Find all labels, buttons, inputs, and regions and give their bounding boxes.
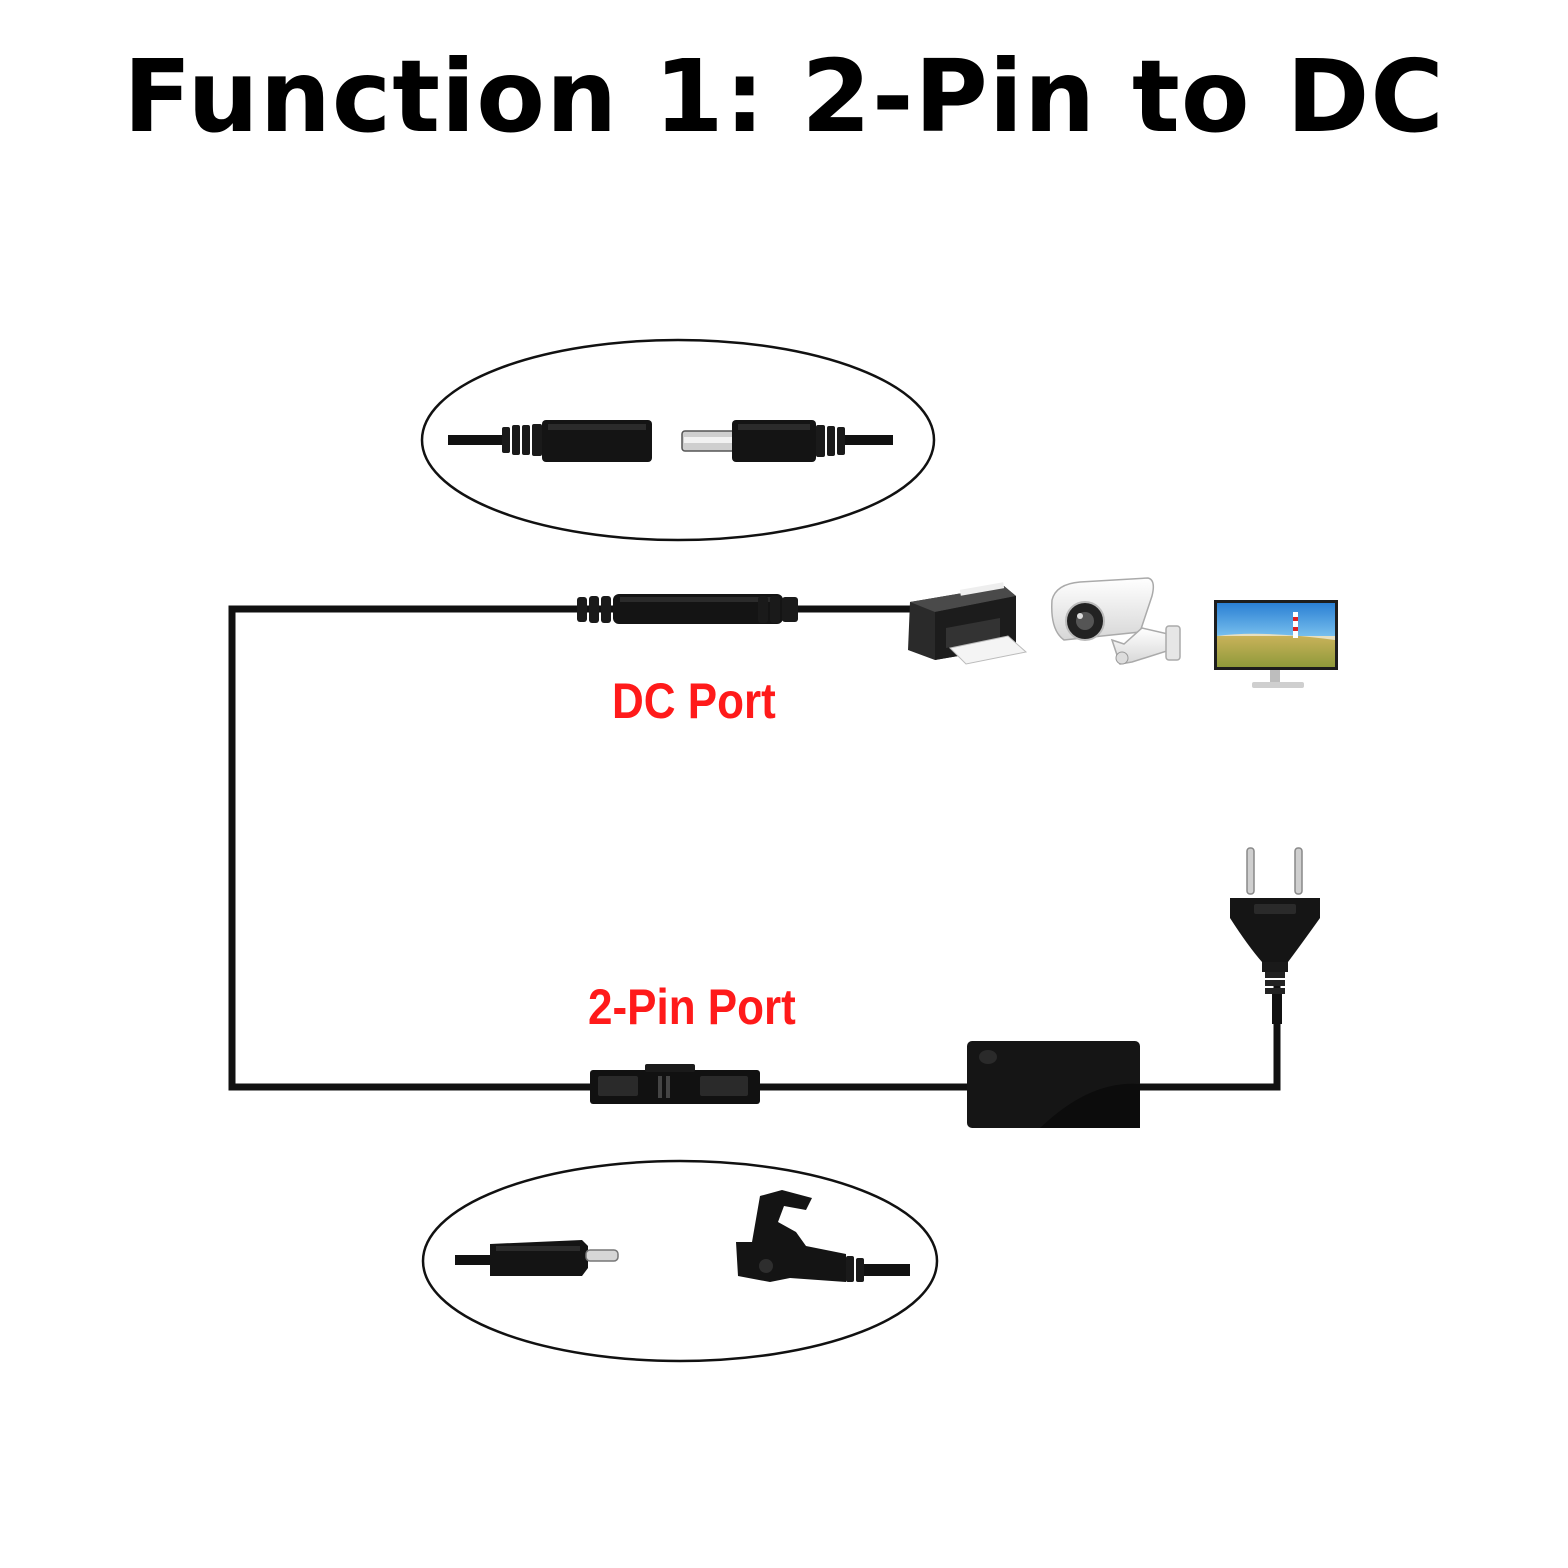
dc-connector-callout (420, 338, 936, 542)
printer-icon (908, 582, 1028, 665)
two-pin-connector-callout (421, 1159, 939, 1363)
dc-inline-connector (577, 594, 798, 624)
two-pin-connector-pair-icon (455, 1190, 910, 1282)
power-adapter-icon (967, 1041, 1140, 1128)
dc-connector-pair-icon (448, 420, 893, 462)
two-pin-inline-connector (590, 1064, 760, 1104)
dc-port-label: DC Port (612, 673, 776, 729)
diagram-title: Function 1: 2-Pin to DC (123, 38, 1445, 155)
monitor-icon (1214, 600, 1338, 688)
security-camera-icon (1051, 577, 1181, 665)
two-pin-port-label: 2-Pin Port (588, 979, 796, 1035)
eu-plug-icon (1230, 847, 1320, 1024)
